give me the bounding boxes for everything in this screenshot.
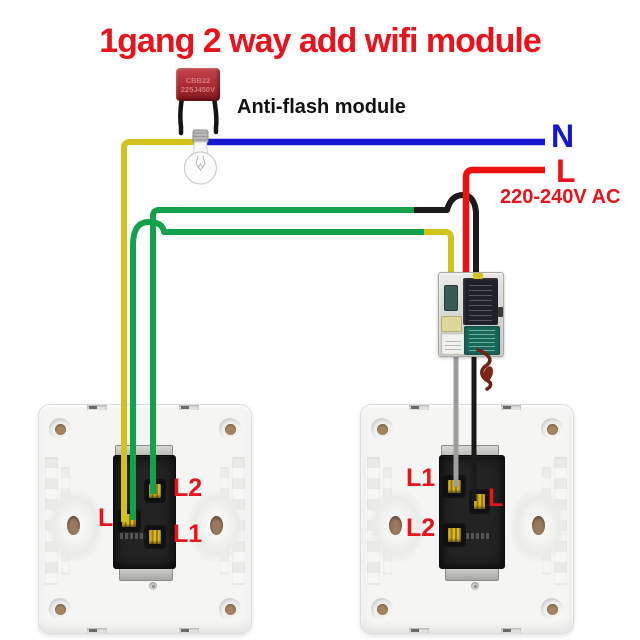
terminal-l1 [445, 477, 464, 496]
edge-tab [409, 628, 429, 633]
anti-flash-module-label: Anti-flash module [237, 96, 406, 118]
wifi-module [438, 272, 504, 357]
wifi-module-button [498, 307, 503, 317]
bulb-highlight [187, 161, 192, 175]
edge-tab [179, 628, 199, 633]
capacitor-leg-right [211, 95, 219, 135]
mount-hole [67, 516, 80, 535]
light-bulb [183, 129, 218, 185]
wifi-module-capacitor [444, 285, 458, 311]
screw-boss [49, 598, 71, 620]
screw-boss [219, 418, 241, 440]
wifi-module-pcb [464, 326, 500, 355]
neutral-terminal-label: N [551, 118, 575, 154]
edge-tab [87, 628, 107, 633]
right-switch-plate [360, 404, 574, 634]
terminal-l [471, 491, 488, 512]
traveler-yellow-segment [424, 229, 454, 272]
screw-boss [219, 598, 241, 620]
live-terminal-label: L [556, 153, 576, 189]
terminal-l1 [146, 527, 164, 547]
mount-hole [210, 516, 223, 535]
anti-flash-capacitor: CBB22 225J450V [176, 68, 220, 101]
wifi-module-label [441, 333, 465, 355]
bulb-screw-cap [192, 129, 209, 144]
terminal-l2 [146, 481, 164, 501]
screw-boss [371, 598, 393, 620]
terminal-l [119, 511, 139, 530]
antenna-knot [483, 366, 493, 382]
center-screw [471, 582, 479, 590]
edge-tab [501, 405, 521, 410]
right-terminal-label-l1: L1 [406, 464, 436, 492]
left-terminal-label-l2: L2 [173, 474, 203, 502]
screw-boss [541, 598, 563, 620]
page-title: 1gang 2 way add wifi module [99, 22, 542, 60]
left-terminal-label-l: L [98, 504, 114, 532]
left-switch-plate [38, 404, 252, 634]
bulb-neck [192, 141, 209, 157]
edge-tab [87, 405, 107, 410]
wifi-module-relay [463, 278, 498, 325]
center-screw [149, 582, 157, 590]
screw-boss [371, 418, 393, 440]
edge-tab [501, 628, 521, 633]
right-terminal-label-l2: L2 [406, 514, 436, 542]
screw-boss [541, 418, 563, 440]
screw-boss [49, 418, 71, 440]
edge-tab [409, 405, 429, 410]
right-terminal-label-l: L [488, 484, 504, 512]
bulb-filament [195, 155, 206, 171]
capacitor-leg-left [178, 95, 185, 136]
wifi-module-film-capacitor [441, 316, 462, 332]
voltage-label: 220-240V AC [500, 186, 621, 208]
capacitor-marking-2: 225J450V [180, 84, 216, 94]
terminal-l2 [445, 525, 464, 545]
mount-hole [532, 516, 545, 535]
capacitor-marking-1: CBB22 [185, 75, 211, 85]
bulb-cap-threads [193, 132, 208, 141]
wifi-module-top-connector [473, 273, 483, 279]
mount-hole [389, 516, 402, 535]
bulb-glass [183, 151, 218, 185]
edge-tab [179, 405, 199, 410]
left-terminal-label-l1: L1 [173, 520, 203, 548]
traveler-black-segment [414, 192, 479, 272]
